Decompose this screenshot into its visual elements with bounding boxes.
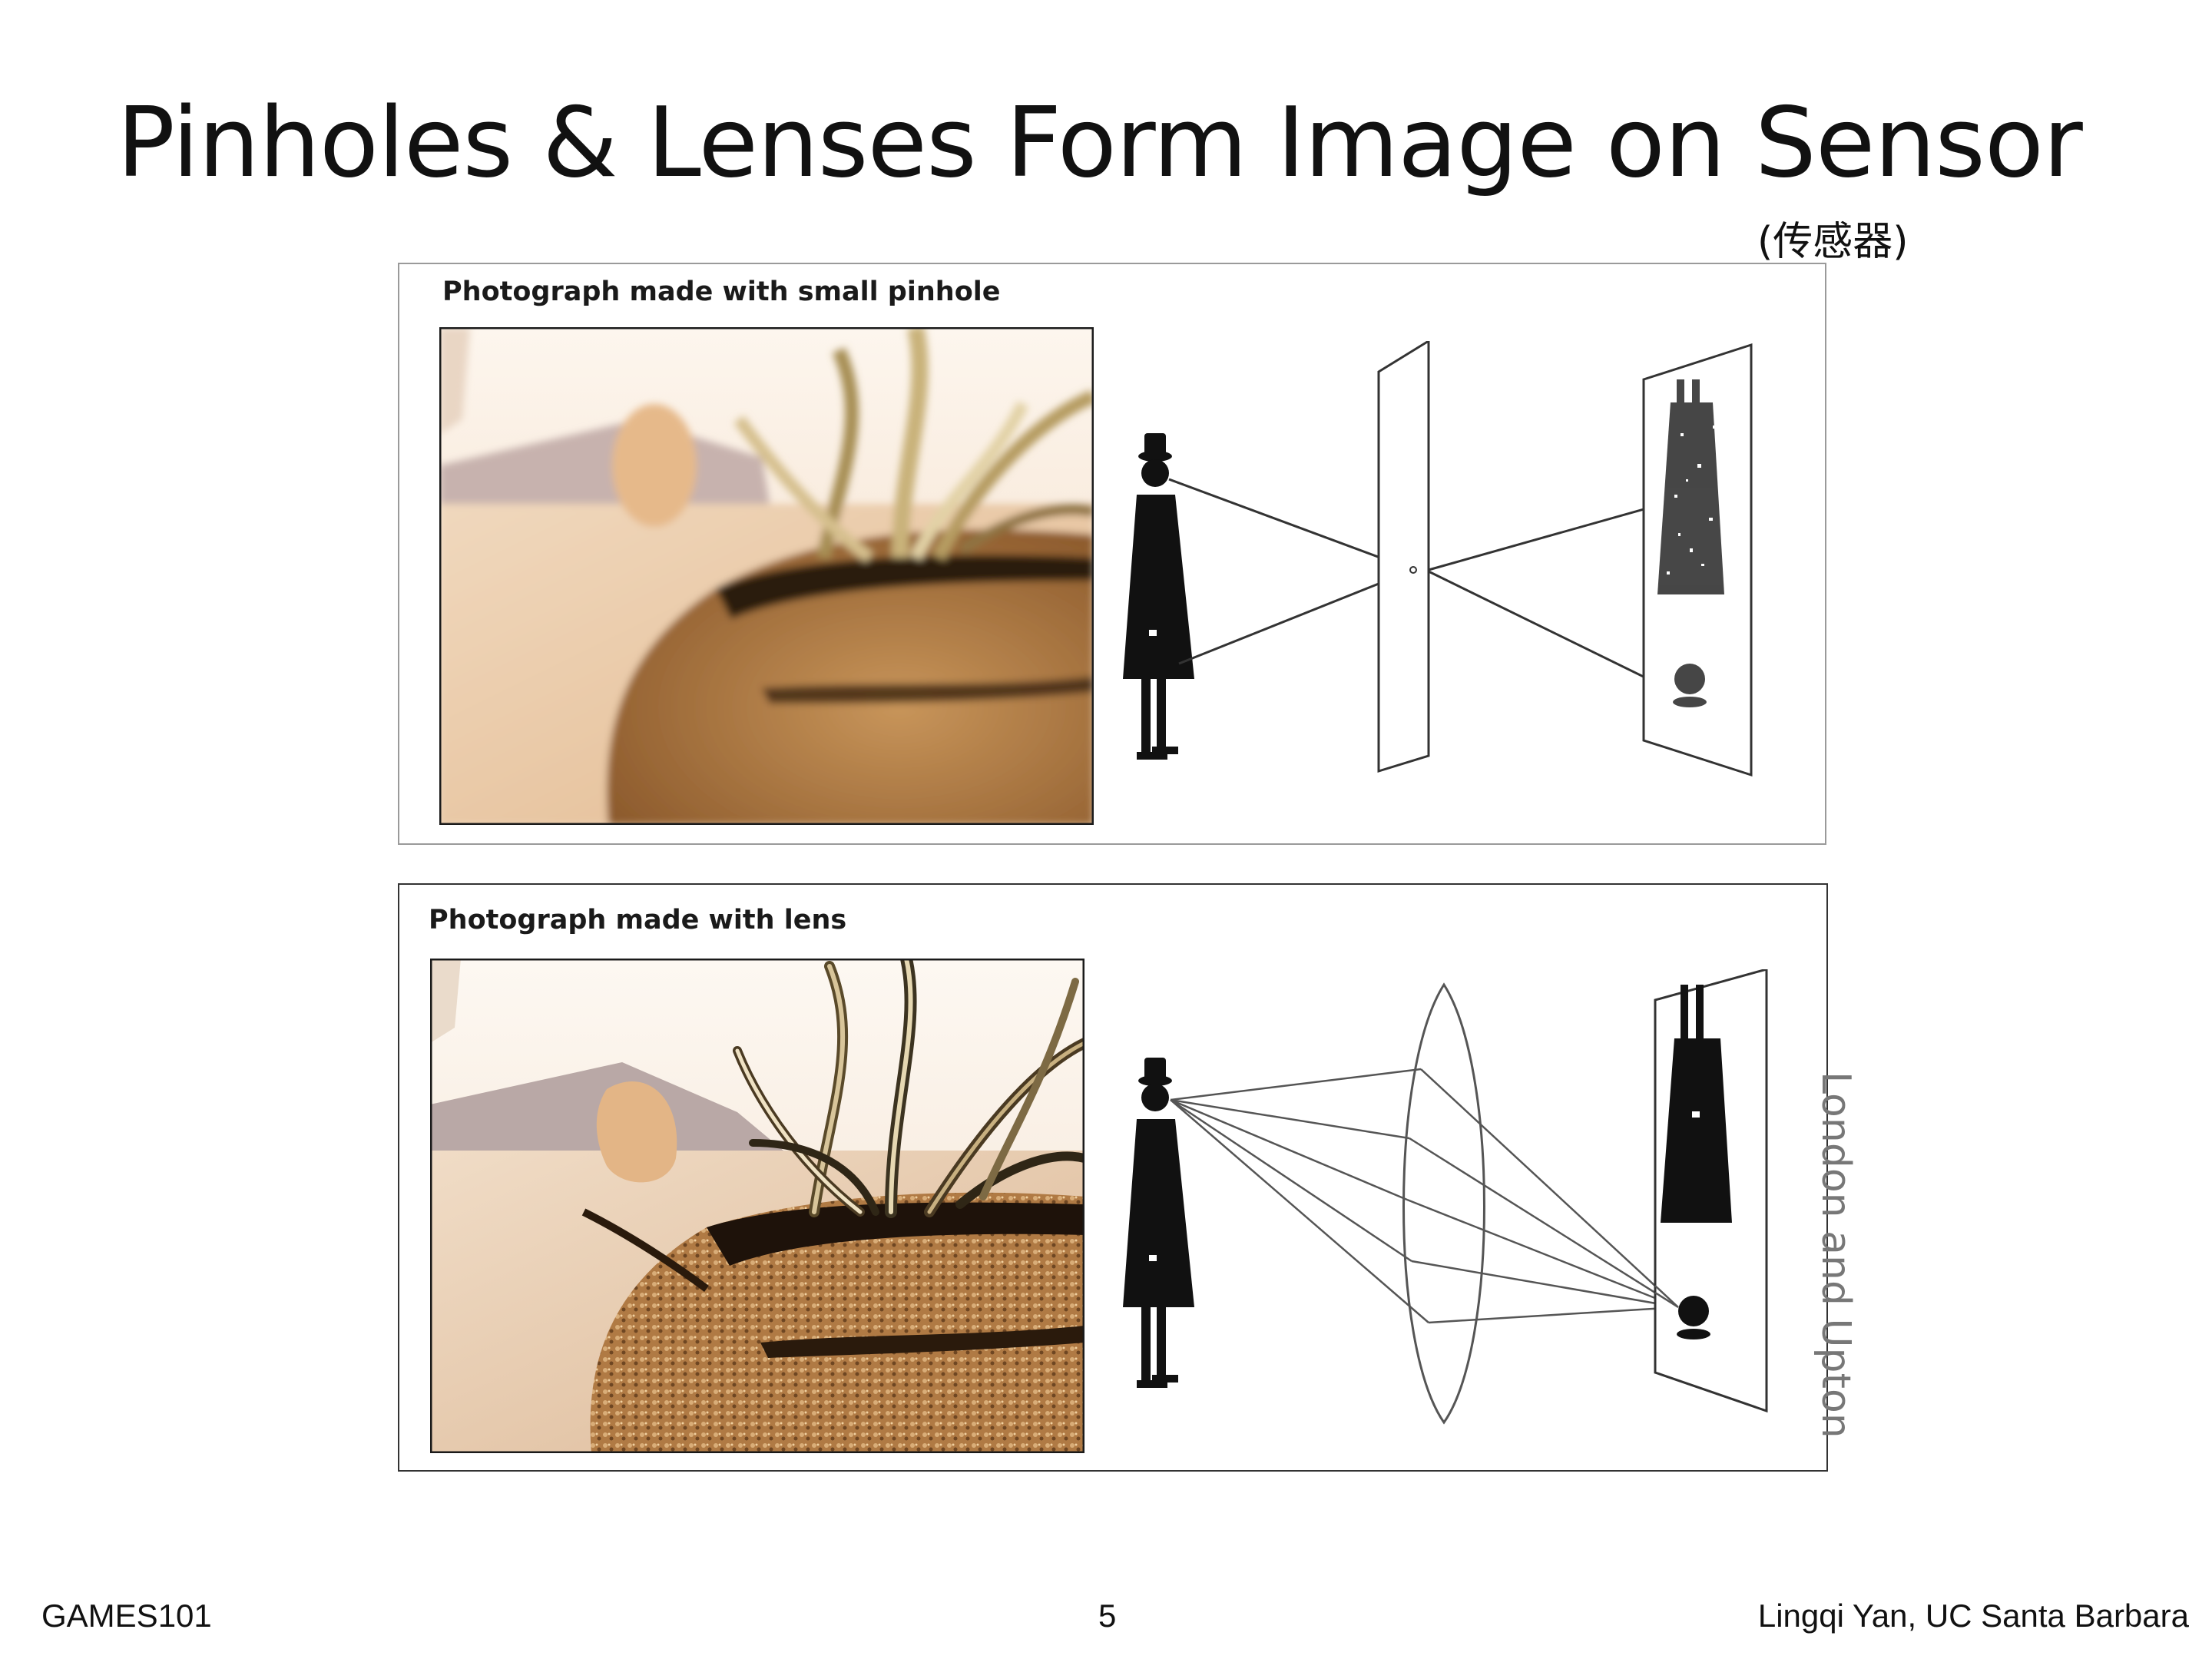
- pinhole-photograph: [439, 327, 1094, 825]
- man-figure-icon: [1123, 1058, 1194, 1388]
- page-number: 5: [1098, 1598, 1117, 1634]
- lens-diagram: [1123, 969, 1768, 1425]
- lens-photograph: [430, 959, 1084, 1453]
- pinhole-panel: Photograph made with small pinhole: [398, 263, 1826, 845]
- lens-caption: Photograph made with lens: [429, 905, 847, 935]
- pinhole-caption: Photograph made with small pinhole: [442, 276, 1001, 307]
- image-credit: London and Upton: [1813, 1071, 1859, 1439]
- course-label: GAMES101: [41, 1598, 212, 1634]
- pinhole-diagram: [1123, 341, 1753, 777]
- author-label: Lingqi Yan, UC Santa Barbara: [1757, 1598, 2189, 1634]
- lens-panel: Photograph made with lens: [398, 883, 1828, 1472]
- man-figure-icon: [1123, 433, 1194, 760]
- slide-title: Pinholes & Lenses Form Image on Sensor: [117, 86, 2083, 199]
- slide-subtitle: (传感器): [1757, 219, 1909, 265]
